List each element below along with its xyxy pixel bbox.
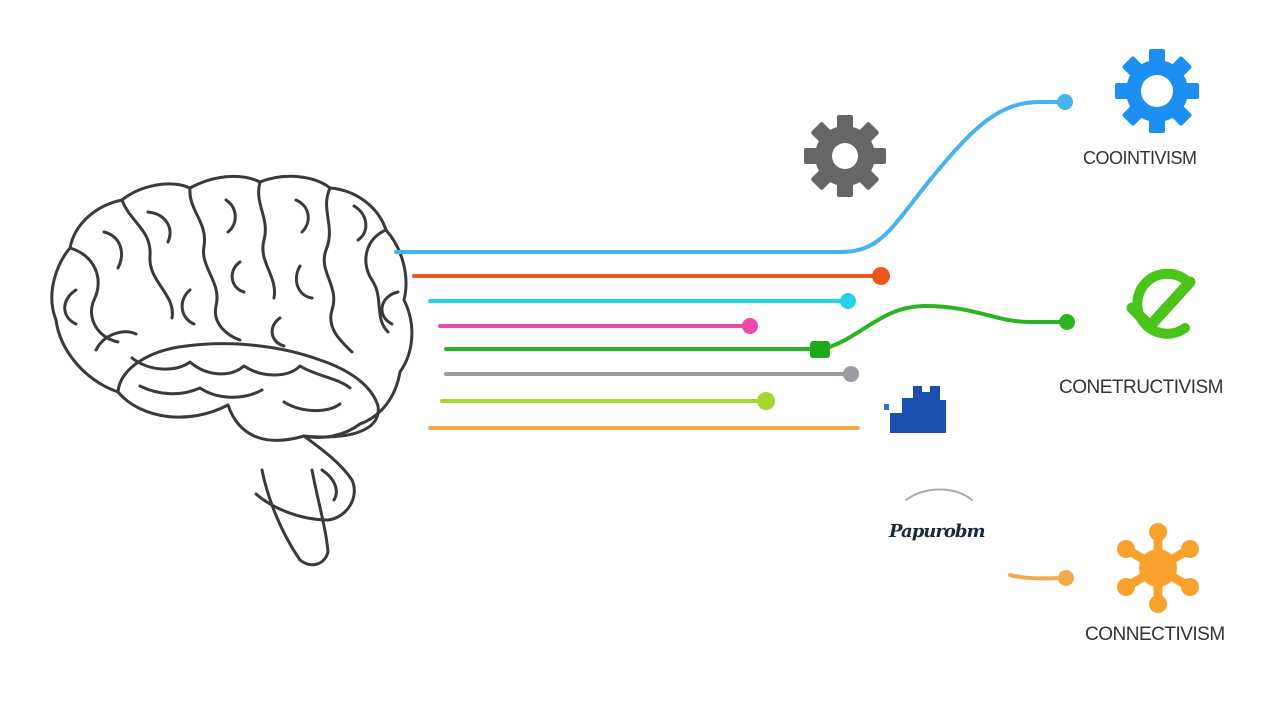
bar-blocks-icon: [884, 386, 946, 433]
connectivism-label: CONNECTIVISM: [1085, 624, 1225, 645]
checkmark-icon: [1126, 268, 1196, 339]
logo-arc: [905, 488, 973, 501]
gear-icon: [804, 115, 886, 197]
amber-short-line: [1008, 573, 1068, 581]
green-wave-line: [818, 303, 1069, 352]
constructivism-label: CONETRUCTIVISM: [1059, 377, 1224, 398]
gray-end-dot: [843, 366, 859, 382]
blue-connector-line: [394, 100, 1067, 254]
gear-icon: [1115, 49, 1199, 133]
pink-end-dot: [742, 318, 758, 334]
network-node-icon: [1117, 523, 1199, 613]
orange-end-dot: [872, 267, 890, 285]
behaviorism-logo-text: Papurobm: [889, 521, 986, 542]
amber-end-dot: [1058, 570, 1074, 586]
lime-end-dot: [757, 392, 775, 410]
connector-lines: [394, 100, 1069, 581]
cognitivism-label: COOINTIVISM: [1083, 148, 1197, 168]
brain-outline-icon: [50, 174, 414, 567]
cyan-end-dot: [840, 293, 856, 309]
green-end-dot: [1059, 314, 1075, 330]
blue-end-dot: [1057, 94, 1073, 110]
green-junction-square: [810, 341, 830, 358]
line-end-dots: [742, 94, 1075, 586]
